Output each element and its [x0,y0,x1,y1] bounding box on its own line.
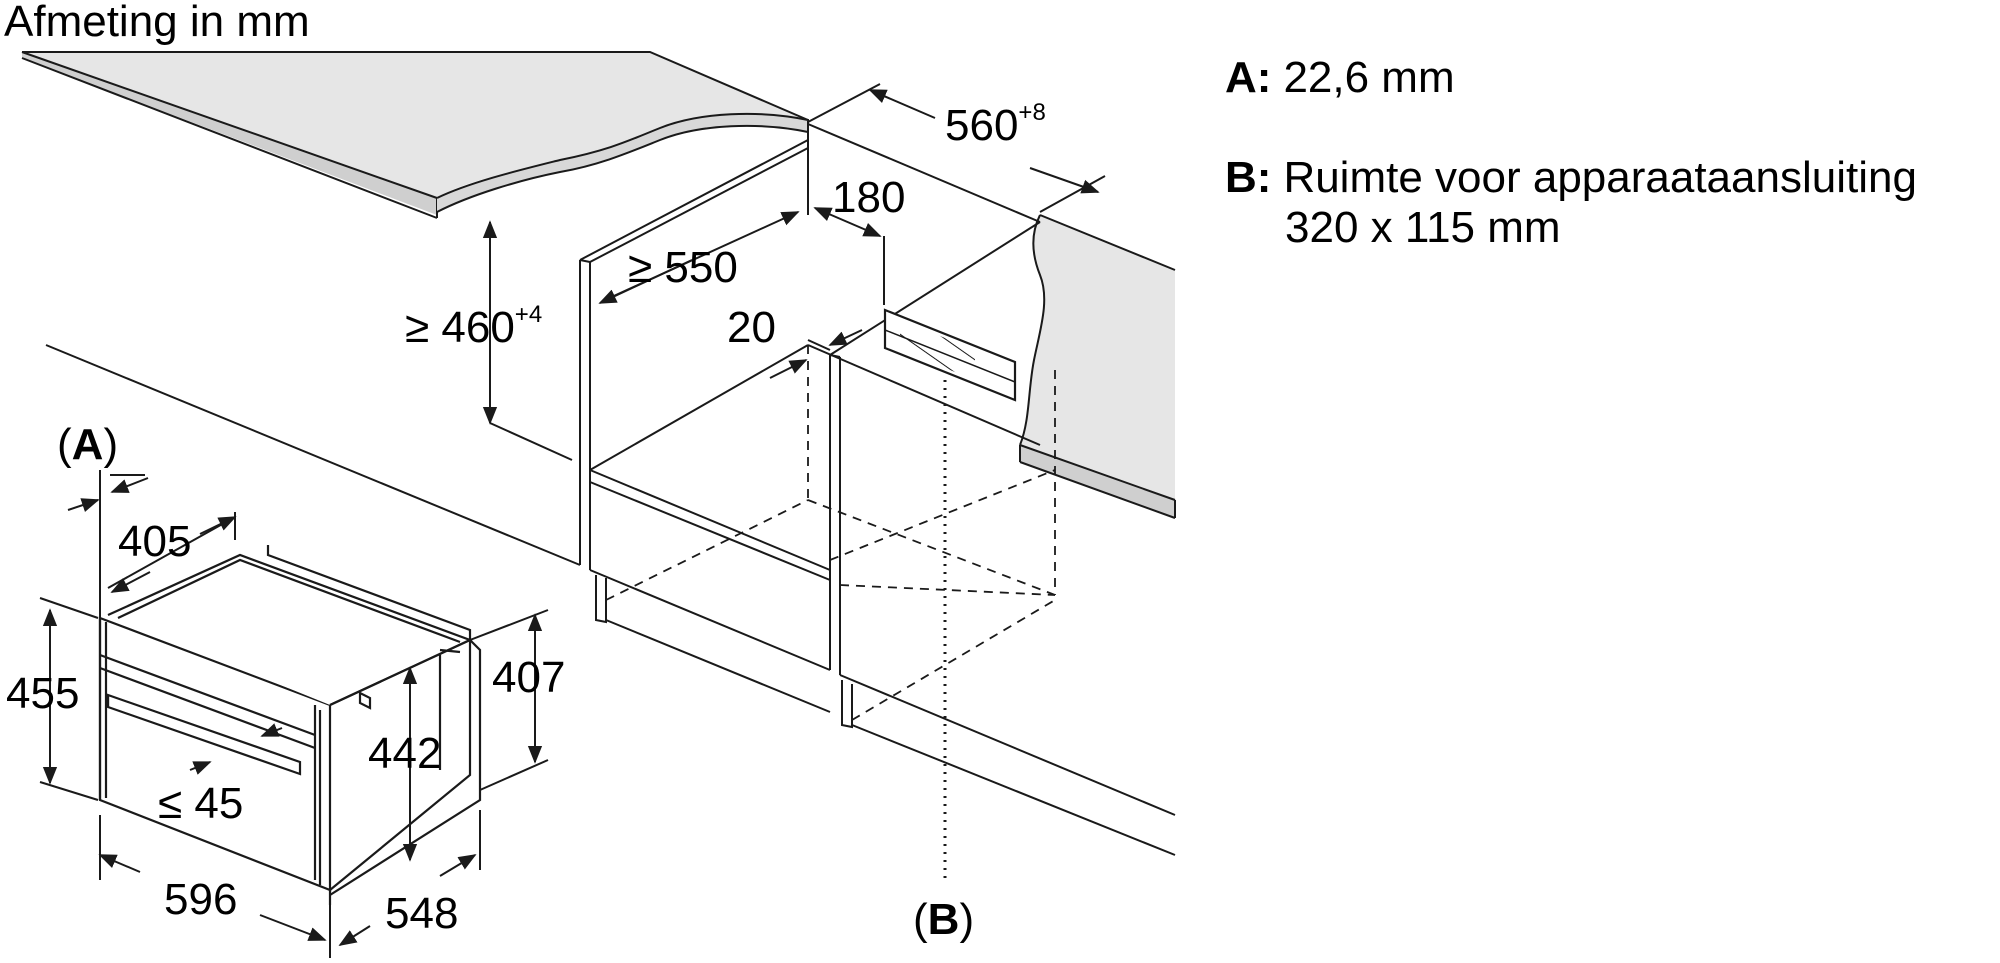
legend-b: B:Ruimte voor apparaataansluiting [1225,153,1917,202]
appliance-width-label: 596 [164,875,237,924]
appliance-body-height-label: 407 [492,653,565,702]
legend-a: A:22,6 mm [1225,53,1455,102]
diagram-title: Afmeting in mm [4,0,310,46]
niche-dimension-labels: 560+8 ≥ 460+4 ≥ 550 180 20 [405,99,1046,352]
connection-offset-label: 180 [832,173,905,222]
niche-height-label: ≥ 460+4 [405,301,542,352]
niche-cabinet [45,123,1176,856]
appliance-dimension-labels: (A) 405 455 407 442 ≤ 45 596 548 [6,420,565,938]
gap-label: 20 [727,303,776,352]
legend: A:22,6 mm B:Ruimte voor apparaataansluit… [1225,53,1917,252]
niche-hidden-edges [605,345,1056,721]
marker-b-label: (B) [913,895,974,944]
worktop-right [1019,214,1176,519]
legend-b-line2: 320 x 115 mm [1285,203,1561,252]
appliance-depth-label: 548 [385,889,458,938]
marker-a-label: (A) [57,420,118,469]
handle-depth-label: ≤ 45 [158,779,243,828]
niche-width-label: 560+8 [945,99,1046,150]
connection-space [883,308,1017,402]
appliance-front-height-label: 455 [6,669,79,718]
appliance-dimension-lines [39,470,549,958]
appliance [98,545,482,905]
worktop-left [21,51,809,219]
appliance-body-depth-label: 405 [118,517,191,566]
niche-depth-label: ≥ 550 [628,243,738,292]
appliance-inner-height-label: 442 [368,729,441,778]
niche-dimension-lines [482,83,1106,461]
